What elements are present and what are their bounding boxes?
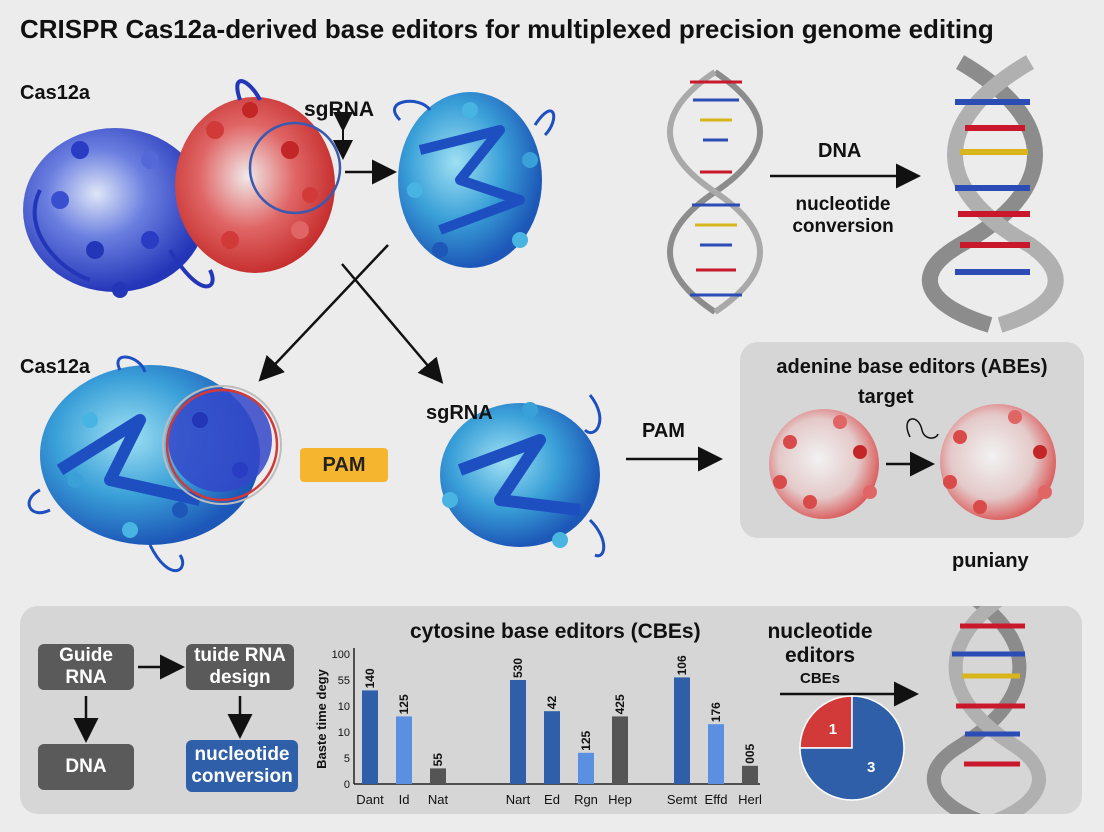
cbe-right-title-2: editors [784, 644, 855, 667]
sgrna-binding-circle [248, 121, 342, 215]
arrow-cross-right [341, 263, 444, 384]
dna-label: DNA [818, 140, 862, 162]
bar [674, 677, 690, 784]
bar [396, 716, 412, 784]
sgrna-label-middle: sgRNA [426, 402, 493, 424]
bar [578, 752, 594, 784]
bar-category-label: Effd [705, 792, 728, 807]
bar [708, 724, 724, 784]
cbe-right-title-1: nucleotide [767, 620, 873, 643]
dna-helix-small [667, 69, 763, 315]
conversion-label-2: conversion [792, 216, 894, 237]
pam-tag: PAM [300, 448, 388, 482]
bar-value-label: 530 [511, 658, 525, 678]
bar [362, 690, 378, 784]
pie-slice-label: 1 [829, 721, 837, 738]
bar-y-tick-label: 5 [344, 753, 350, 765]
page-title: CRISPR Cas12a-derived base editors for m… [20, 14, 994, 44]
bar-category-label: Dant [356, 792, 384, 807]
bar-category-label: Hep [608, 792, 632, 807]
dna-helix-large [921, 55, 1064, 333]
bar-category-label: Ed [544, 792, 560, 807]
target-label: target [858, 386, 914, 408]
pam-highlight-circle [165, 388, 279, 502]
bar-value-label: 425 [613, 694, 627, 714]
pam-arrow-label: PAM [642, 420, 685, 442]
pie-slice-label: 3 [867, 759, 875, 776]
bar-category-label: Semt [667, 792, 698, 807]
bar [510, 680, 526, 784]
bar-category-label: Herl [738, 792, 762, 807]
cbe-title: cytosine base editors (CBEs) [410, 620, 701, 643]
dna-helix-bottom [927, 606, 1046, 814]
bar-value-label: 55 [431, 753, 445, 767]
bar-category-label: Rgn [574, 792, 598, 807]
abe-protein-before [769, 409, 879, 519]
bar-y-tick-label: 0 [344, 779, 350, 791]
sgrna-protein-top [393, 92, 556, 268]
bar-value-label: 42 [545, 696, 559, 710]
bar-y-tick-label: 10 [338, 701, 350, 713]
arrow-cross-left [258, 244, 389, 382]
flow-dna: DNA [38, 744, 134, 790]
bar [612, 716, 628, 784]
bar [742, 765, 758, 784]
target-pointer [906, 418, 939, 439]
bar-y-tick-label: 55 [338, 675, 350, 687]
bar-value-label: 176 [709, 702, 723, 722]
bar-value-label: 125 [579, 730, 593, 750]
conversion-label-1: nucleotide [795, 194, 891, 215]
pie-slice [799, 695, 853, 749]
cas12a-label-top: Cas12a [20, 82, 91, 104]
cbe-panel: cytosine base editors (CBEs) Guide RNA t… [20, 606, 1082, 814]
pie-chart: 13 [799, 695, 905, 801]
abe-panel: adenine base editors (ABEs) target [740, 342, 1084, 538]
bar-y-tick-label: 100 [332, 649, 350, 661]
bar-value-label: 005 [743, 743, 757, 763]
bar-value-label: 140 [363, 668, 377, 688]
sgrna-label-top: sgRNA [304, 98, 375, 121]
bar-category-label: Id [399, 792, 410, 807]
bar-y-axis-label: Baste time degy [314, 668, 329, 768]
bar-value-label: 125 [397, 694, 411, 714]
puniany-label: puniany [952, 550, 1029, 572]
bar-category-label: Nat [428, 792, 449, 807]
bar-y-tick-label: 10 [338, 727, 350, 739]
bar-category-label: Nart [506, 792, 531, 807]
bar [430, 768, 446, 784]
flow-nucleotide-conversion: nucleotide conversion [186, 740, 298, 792]
bar [544, 711, 560, 784]
cas12a-protein-middle [27, 355, 272, 573]
sgrna-protein-middle [440, 394, 606, 558]
abe-protein-after [940, 404, 1056, 520]
cbe-right-subtitle: CBEs [799, 670, 840, 687]
pie-slice [799, 695, 905, 801]
cas12a-protein-top [23, 79, 335, 298]
bar-value-label: 106 [675, 655, 689, 675]
flow-guide-rna: Guide RNA [38, 644, 134, 690]
abe-title: adenine base editors (ABEs) [776, 356, 1048, 378]
flow-tuide-rna-design: tuide RNA design [186, 644, 294, 690]
cas12a-label-middle: Cas12a [20, 356, 91, 378]
